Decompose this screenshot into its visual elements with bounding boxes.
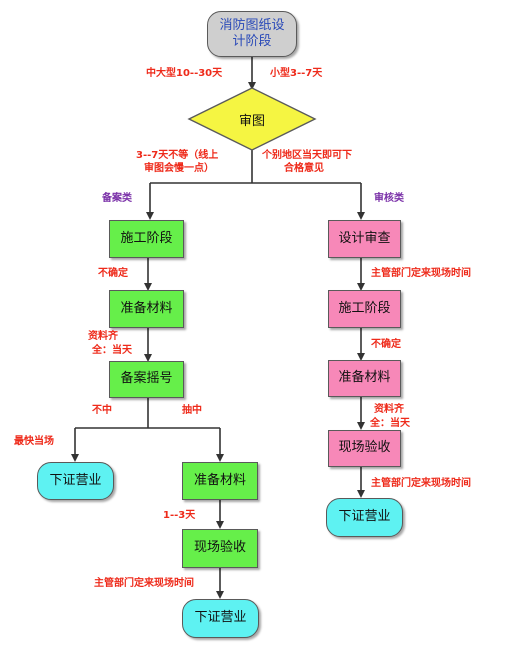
mid-inspect-node: 现场验收 (182, 529, 258, 568)
right-inspect-node: 现场验收 (328, 430, 401, 467)
label-materials-1: 资料齐 (88, 331, 118, 342)
right-construction-node: 施工阶段 (328, 290, 401, 328)
start-node-label: 消防图纸设计阶段 (219, 17, 285, 49)
label-large-medium: 中大型10--30天 (146, 68, 223, 79)
label-audit-type: 审核类 (374, 193, 404, 204)
label-not-drawn: 不中 (92, 405, 112, 416)
right-prepare-node: 准备材料 (328, 360, 401, 397)
label-same-day-1: 个别地区当天即可下 (262, 150, 352, 161)
label-filing-type: 备案类 (102, 193, 132, 204)
right-design-review-node: 设计审查 (328, 220, 401, 258)
review-label: 审图 (238, 113, 265, 129)
left-filing-node: 备案摇号 (109, 361, 184, 398)
label-small: 小型3--7天 (270, 68, 323, 79)
label-review-time-2: 审图会慢一点） (144, 163, 214, 174)
left-construction-node: 施工阶段 (109, 220, 184, 258)
mid-prepare-node: 准备材料 (182, 462, 258, 500)
label-right-materials-2: 全：当天 (370, 418, 410, 429)
mid-license-node: 下证营业 (182, 599, 259, 638)
start-node: 消防图纸设计阶段 (207, 11, 297, 57)
label-materials-2: 全：当天 (92, 345, 132, 356)
label-one-to-three: 1--3天 (163, 510, 196, 521)
label-right-uncertain: 不确定 (371, 339, 401, 350)
label-review-time-1: 3--7天不等（线上 (136, 150, 219, 161)
label-mid-schedule: 主管部门定来现场时间 (94, 578, 194, 589)
right-license-node: 下证营业 (326, 498, 403, 537)
label-fastest: 最快当场 (14, 436, 54, 447)
left-license-node: 下证营业 (37, 462, 114, 500)
label-right-materials-1: 资料齐 (374, 404, 404, 415)
label-left-uncertain: 不确定 (98, 268, 128, 279)
label-right-schedule-1: 主管部门定来现场时间 (371, 268, 471, 279)
left-prepare-node: 准备材料 (109, 290, 184, 328)
review-diamond (187, 87, 317, 151)
label-right-schedule-2: 主管部门定来现场时间 (371, 478, 471, 489)
label-same-day-2: 合格意见 (284, 163, 324, 174)
label-drawn: 抽中 (182, 405, 202, 416)
